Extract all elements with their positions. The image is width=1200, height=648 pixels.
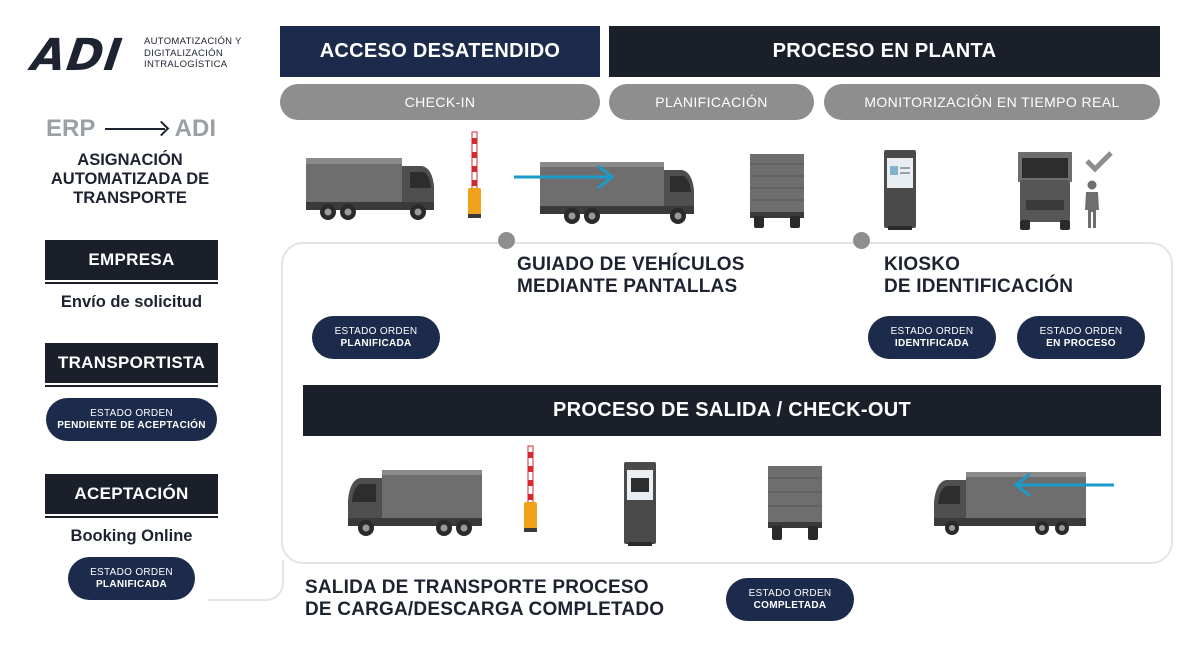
kiosk-icon [624,462,656,546]
step-aceptacion-sub: Booking Online [70,527,193,545]
guidance-title: GUIADO DE VEHÍCULOS MEDIANTE PANTALLAS [517,254,745,297]
exit-title: SALIDA DE TRANSPORTE PROCESO DE CARGA/DE… [305,577,665,620]
timeline-dot-guidance [498,232,515,249]
truck-front-icon [1018,152,1072,230]
assignment-title: ASIGNACIÓN AUTOMATIZADA DE TRANSPORTE [50,151,210,207]
status-planned-left-pill: ESTADO ORDEN PLANIFICADA [68,557,195,600]
erp-to-adi: ERP ADI [46,115,216,143]
logo-subtitle: AUTOMATIZACIÓN Y DIGITALIZACIÓN INTRALOG… [144,36,242,70]
erp-label: ERP [46,115,96,142]
adi-label: ADI [174,115,216,142]
arrow-right-icon [105,128,165,130]
barrier-gate-icon [524,445,537,532]
header-proceso-de-salida: PROCESO DE SALIDA / CHECK-OUT [303,385,1161,436]
adi-logo: ADI [28,30,126,81]
person-icon [1085,180,1099,228]
step-aceptacion: ACEPTACIÓN [45,474,218,518]
step-empresa: EMPRESA [45,240,218,284]
barrier-gate-icon [468,131,481,218]
status-planned-pill: ESTADO ORDEN PLANIFICADA [312,316,440,359]
step-transportista: TRANSPORTISTA [45,343,218,387]
kiosk-icon [884,150,916,230]
truck-rear-icon [750,154,804,228]
truck-side-icon [934,472,1086,535]
tab-planificacion: PLANIFICACIÓN [609,84,814,120]
arrow-right-icon [514,164,615,190]
kiosk-title: KIOSKO DE IDENTIFICACIÓN [884,254,1074,297]
timeline-dot-kiosk [853,232,870,249]
status-completed-pill: ESTADO ORDEN COMPLETADA [726,578,854,621]
frame-connector [208,560,284,601]
process-frame [281,242,1173,564]
truck-side-icon [348,470,482,536]
checkmark-icon [1085,151,1113,173]
status-in-process-pill: ESTADO ORDEN EN PROCESO [1017,316,1145,359]
tab-monitorizacion: MONITORIZACIÓN EN TIEMPO REAL [824,84,1160,120]
arrow-left-icon [1013,472,1114,498]
header-acceso-desatendido: ACCESO DESATENDIDO [280,26,600,77]
step-empresa-sub: Envío de solicitud [60,293,203,311]
status-identified-pill: ESTADO ORDEN IDENTIFICADA [868,316,996,359]
truck-side-icon [306,158,434,220]
status-pending-pill: ESTADO ORDEN PENDIENTE DE ACEPTACIÓN [46,398,217,441]
truck-rear-icon [768,466,822,540]
tab-check-in: CHECK-IN [280,84,600,120]
header-proceso-en-planta: PROCESO EN PLANTA [609,26,1160,77]
